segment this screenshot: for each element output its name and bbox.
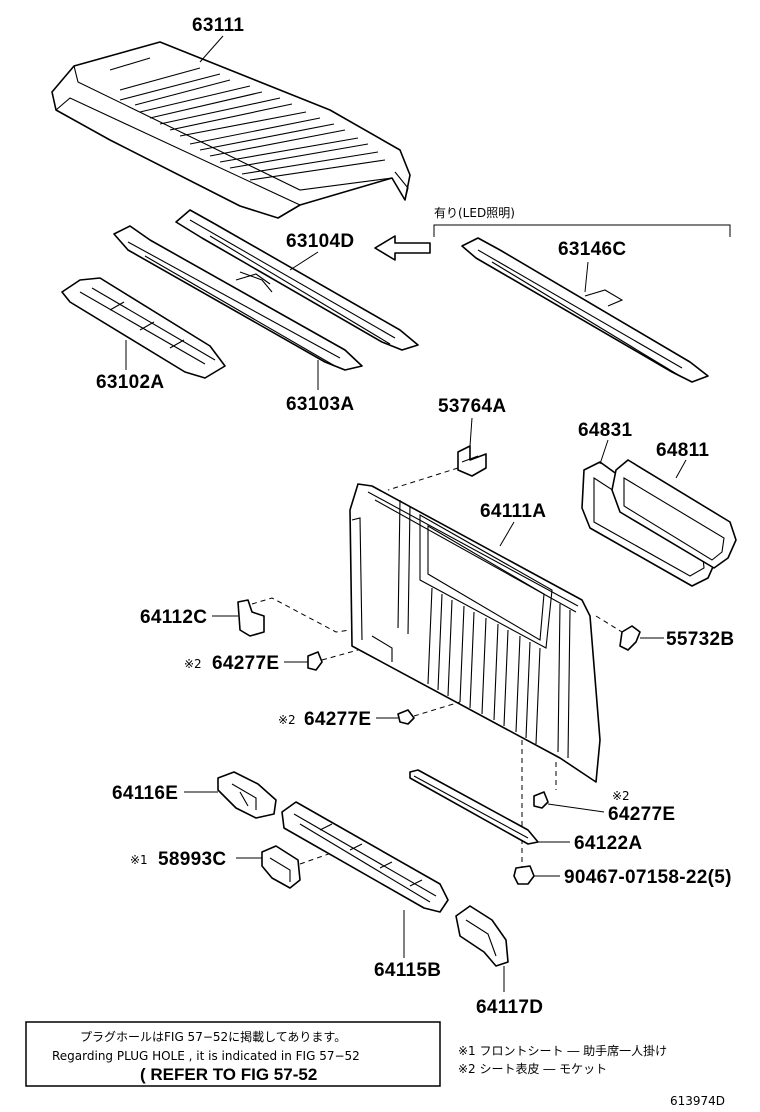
roof-rail-63102A: [61, 277, 226, 379]
back-panel-64111A: [349, 483, 601, 783]
part-label-63104D: 63104D: [286, 231, 354, 252]
note-line-1: プラグホールはFIG 57−52に掲載してあります。: [80, 1029, 346, 1044]
part-label-63146C: 63146C: [558, 239, 626, 260]
roof-panel-63111: [51, 41, 411, 219]
bracket-53764A: [457, 445, 487, 477]
part-label-64117D: 64117D: [476, 997, 543, 1018]
legend-item-1: ※1 フロントシート ― 助手席一人掛け: [458, 1043, 667, 1058]
clip-55732B: [619, 625, 641, 651]
note-box: [25, 1021, 441, 1087]
clip-90467: [513, 865, 535, 885]
part-label-63102A: 63102A: [96, 372, 164, 393]
fastener-64277E-b: [397, 709, 415, 725]
option-label: 有り(LED照明): [434, 206, 515, 220]
arrow-left-icon: [374, 235, 431, 261]
part-label-64122A: 64122A: [574, 833, 642, 854]
roof-rail-63146C: [461, 237, 709, 383]
legend-item-2: ※2 シート表皮 ― モケット: [458, 1062, 607, 1076]
note-line-2: Regarding PLUG HOLE , it is indicated in…: [52, 1049, 360, 1063]
part-label-64112C: 64112C: [140, 607, 207, 628]
part-label-64111A: 64111A: [480, 501, 546, 522]
option-bracket: [433, 224, 731, 237]
part-label-64277E-a: 64277E: [212, 653, 279, 674]
bracket-64117D: [455, 905, 509, 967]
part-label-64277E-c: 64277E: [608, 804, 675, 825]
crossmember-64115B: [281, 801, 449, 913]
roof-rail-63103A: [113, 225, 363, 371]
part-label-64831: 64831: [578, 420, 632, 441]
note-line-3: ( REFER TO FIG 57-52: [140, 1065, 317, 1084]
roof-rail-63104D: [175, 209, 419, 351]
part-label-64277E-b: 64277E: [304, 709, 371, 730]
mark-note2-a: ※2: [184, 657, 202, 671]
sill-64122A: [409, 769, 539, 845]
fastener-64277E-a: [307, 651, 323, 671]
part-label-58993C: 58993C: [158, 849, 226, 870]
part-label-63111: 63111: [192, 15, 244, 36]
part-label-64115B: 64115B: [374, 960, 441, 981]
mark-note2-b: ※2: [278, 713, 296, 727]
bracket-64112C: [237, 599, 265, 637]
fastener-64277E-c: [533, 791, 549, 809]
part-label-63103A: 63103A: [286, 394, 354, 415]
mark-note2-c: ※2: [612, 789, 630, 803]
part-label-55732B: 55732B: [666, 629, 734, 650]
bracket-58993C: [261, 845, 301, 889]
part-label-64811: 64811: [656, 440, 709, 461]
part-label-64116E: 64116E: [112, 783, 178, 804]
part-label-53764A: 53764A: [438, 396, 506, 417]
window-glass-64811: [611, 459, 737, 569]
mark-note1: ※1: [130, 853, 148, 867]
diagram-id: 613974D: [670, 1094, 725, 1108]
part-label-90467: 90467-07158-22(5): [564, 867, 732, 888]
bracket-64116E: [217, 771, 277, 819]
